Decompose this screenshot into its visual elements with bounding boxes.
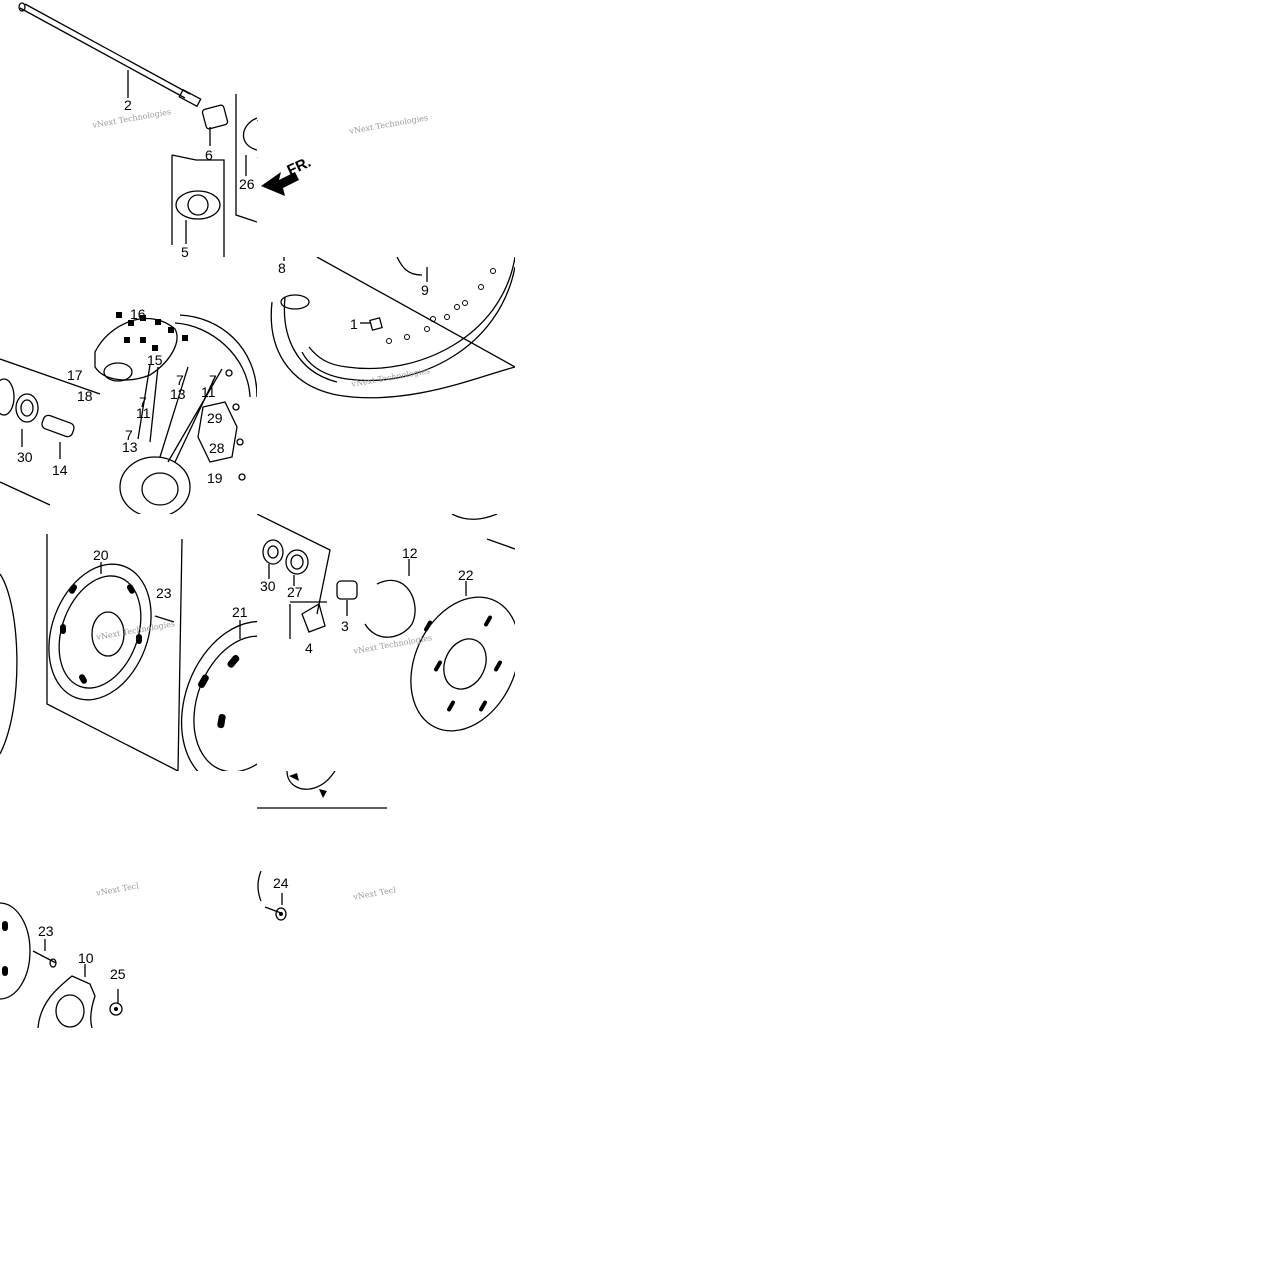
part-number-23: 23 — [38, 923, 54, 939]
part-number-19: 19 — [207, 470, 223, 486]
part-number-7: 7 — [209, 372, 217, 388]
part-number-13: 13 — [170, 386, 186, 402]
part-number-2: 2 — [124, 97, 132, 113]
direction-arrow — [257, 120, 299, 196]
disc-drawing — [0, 534, 257, 771]
part-number-30: 30 — [17, 449, 33, 465]
part-number-15: 15 — [147, 352, 163, 368]
part-number-12: 12 — [402, 545, 418, 561]
part-number-4: 4 — [305, 640, 313, 656]
part-number-5: 5 — [181, 244, 189, 257]
part-number-11: 11 — [136, 405, 151, 421]
part-number-11: 11 — [201, 384, 216, 400]
part-number-29: 29 — [207, 410, 223, 426]
part-number-23: 23 — [156, 585, 172, 601]
tile-hub-spokes: 16 17 18 15 7 7 13 11 7 11 29 7 13 28 30… — [0, 257, 257, 514]
part-number-24: 24 — [273, 875, 289, 891]
part-number-28: 28 — [209, 440, 225, 456]
fragment-drawing — [257, 771, 387, 809]
tile-direction: FR. vNext Technologies — [257, 0, 515, 257]
part-number-22: 22 — [458, 567, 474, 583]
part-number-7: 7 — [125, 427, 133, 443]
flange-drawing — [257, 514, 515, 732]
part-number-16: 16 — [130, 306, 146, 322]
part-number-14: 14 — [52, 462, 68, 478]
part-number-3: 3 — [341, 618, 349, 634]
part-number-7: 7 — [176, 372, 184, 388]
part-number-30: 30 — [260, 578, 276, 594]
part-number-20: 20 — [93, 547, 109, 563]
part-number-21: 21 — [232, 604, 248, 620]
tile-discs-left: 20 23 21 vNext Technologies — [0, 514, 257, 771]
part-number-7: 7 — [139, 394, 147, 410]
tile-axle: 2 6 5 26 vNext Technologies — [0, 0, 257, 257]
part-number-27: 27 — [287, 584, 303, 600]
tile-disc-right: 12 22 30 27 3 4 vNext Technologies — [257, 514, 515, 771]
bolt-drawing — [0, 902, 123, 1028]
part-number-13: 13 — [122, 439, 138, 455]
axle-drawing — [18, 2, 257, 257]
part-number-10: 10 — [78, 950, 94, 966]
hub-drawing — [0, 312, 257, 514]
part-number-17: 17 — [67, 367, 83, 383]
tile-rim: 8 9 1 vNext Technologies — [257, 257, 515, 514]
part-number-25: 25 — [110, 966, 126, 982]
rim-drawing — [270, 257, 515, 399]
tile-fragment — [257, 771, 387, 811]
part-number-9: 9 — [421, 282, 429, 298]
part-number-26: 26 — [239, 176, 255, 192]
part-number-6: 6 — [205, 147, 213, 163]
tile-bolts: 23 10 25 vNext Tecl — [0, 871, 140, 1028]
part-number-18: 18 — [77, 388, 93, 404]
tile-screw: 24 vNext Tecl — [257, 871, 397, 928]
screw-drawing — [257, 871, 287, 921]
part-number-8: 8 — [278, 260, 286, 276]
part-number-1: 1 — [350, 316, 358, 332]
